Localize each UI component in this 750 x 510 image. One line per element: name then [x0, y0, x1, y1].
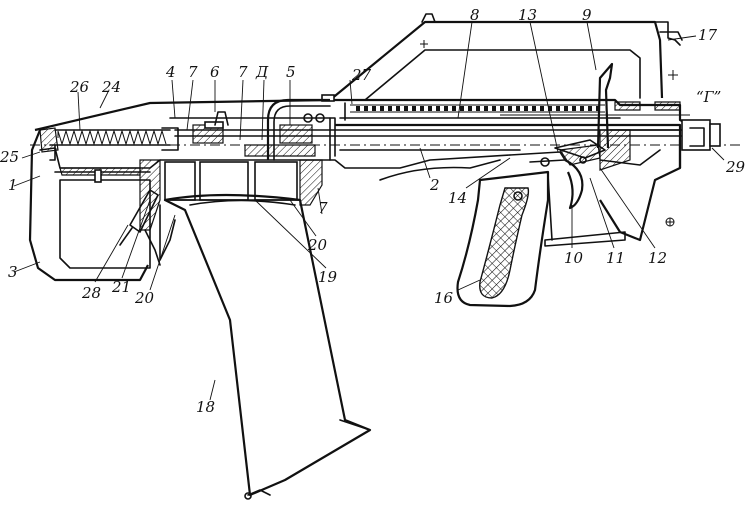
vent-slot [444, 106, 448, 111]
trigger-assembly [509, 62, 626, 247]
label-18: 18 [196, 398, 215, 416]
vent-slot [404, 106, 408, 111]
vent-slot [364, 106, 368, 111]
vent-slot [508, 106, 512, 111]
sight-marks [420, 40, 678, 227]
bolt-group [192, 98, 331, 161]
vent-slot [548, 106, 552, 111]
vent-slot [412, 106, 416, 111]
vent-slot [420, 106, 424, 111]
vent-slot [524, 106, 528, 111]
forestock [379, 129, 682, 242]
carry-handle [329, 13, 683, 101]
vent-slot [500, 106, 504, 111]
vent-slot [372, 106, 376, 111]
label-7-left: 7 [188, 63, 198, 81]
label-12: 12 [648, 249, 667, 267]
vent-slot [540, 106, 544, 111]
label-D: Д [255, 63, 269, 81]
label-21: 21 [111, 278, 131, 296]
label-G: “Г” [696, 88, 721, 106]
vent-slot [588, 106, 592, 111]
vent-slot [580, 106, 584, 111]
label-4: 4 [165, 63, 176, 81]
label-7-right: 7 [318, 199, 328, 217]
label-9: 9 [582, 6, 592, 24]
label-20-left: 20 [134, 289, 155, 307]
label-28: 28 [81, 284, 101, 302]
vent-slot [460, 106, 464, 111]
label-8: 8 [470, 6, 480, 24]
vent-slot [428, 106, 432, 111]
label-5: 5 [286, 63, 296, 81]
label-27: 27 [351, 66, 372, 84]
vent-slot [492, 106, 496, 111]
label-6: 6 [210, 63, 220, 81]
vent-slot [476, 106, 480, 111]
slot-row [350, 104, 605, 113]
pistol-grip [456, 170, 550, 308]
label-25: 25 [0, 148, 19, 166]
label-26: 26 [69, 78, 90, 96]
vent-slot [452, 106, 456, 111]
leader-lines [13, 21, 725, 401]
vent-slot [556, 106, 560, 111]
vent-slot [356, 106, 360, 111]
label-19: 19 [318, 268, 338, 286]
vent-slot [516, 106, 520, 111]
label-24: 24 [101, 78, 121, 96]
vent-slot [388, 106, 392, 111]
label-20-right: 20 [307, 236, 328, 254]
label-29: 29 [725, 158, 746, 176]
vent-slot [596, 106, 600, 111]
label-2: 2 [429, 176, 440, 194]
vent-slot [564, 106, 568, 111]
label-7-mid: 7 [238, 63, 248, 81]
stock-latch [119, 189, 159, 246]
label-1: 1 [8, 176, 18, 194]
vent-slot [468, 106, 472, 111]
buttstock [28, 127, 151, 282]
vent-slot [572, 106, 576, 111]
label-14: 14 [448, 189, 467, 207]
magazine-well [139, 159, 323, 266]
recoil-spring [49, 127, 179, 161]
label-13: 13 [518, 6, 537, 24]
callout-labels: 1 2 3 4 5 6 7 7 7 8 9 10 11 12 13 14 16 … [0, 6, 746, 416]
label-17: 17 [698, 26, 718, 44]
magazine [163, 193, 372, 500]
label-3: 3 [8, 263, 18, 281]
vent-slot [436, 106, 440, 111]
vent-slot [484, 106, 488, 111]
vent-slot [532, 106, 536, 111]
label-11: 11 [606, 249, 625, 267]
vent-slot [396, 106, 400, 111]
vent-slot [380, 106, 384, 111]
label-16: 16 [434, 289, 454, 307]
label-10: 10 [564, 249, 584, 267]
